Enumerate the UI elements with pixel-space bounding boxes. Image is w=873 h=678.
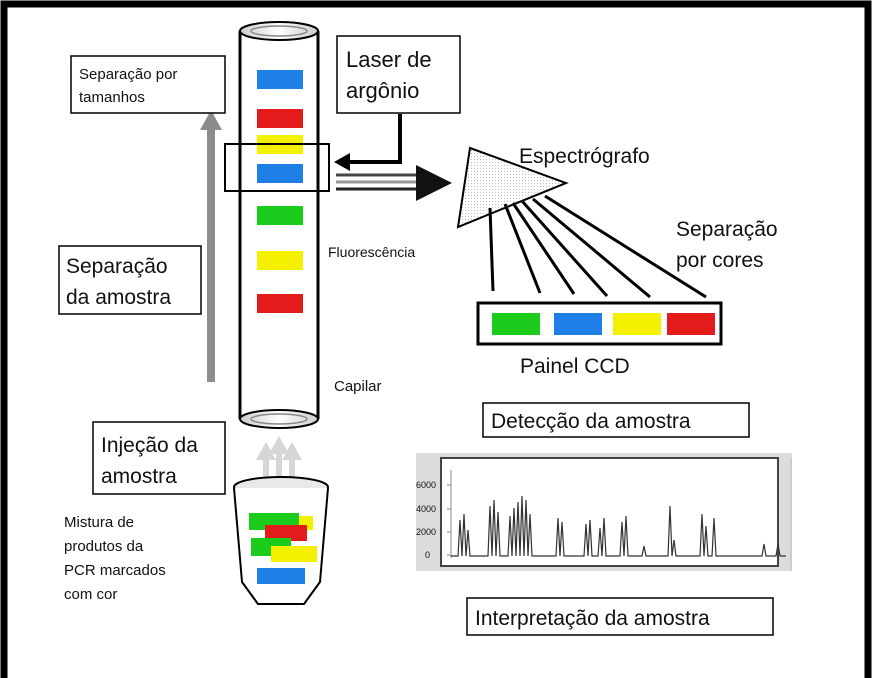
injection-box (92, 421, 226, 495)
laser-arrow (334, 114, 402, 171)
capillary-bands (257, 70, 303, 313)
sample-separation-label-line2: da amostra (66, 286, 171, 309)
laser-label-line2: argônio (346, 78, 419, 103)
fluorescence-label: Fluorescência (328, 244, 415, 260)
vial-band-blue (257, 568, 305, 584)
vial-band-yellow (271, 546, 317, 562)
capillary-band-blue (257, 164, 303, 183)
y-tick-6000: 6000 (416, 480, 436, 490)
capillary-top-opening (239, 21, 319, 41)
spectrograph-label: Espectrógrafo (519, 145, 650, 168)
ccd-cell-yellow (613, 313, 661, 335)
injection-label-line1: Injeção da (101, 434, 198, 457)
ccd-cell-blue (554, 313, 602, 335)
capillary-band-blue (257, 70, 303, 89)
ccd-panel-label: Painel CCD (520, 355, 630, 378)
dispersion-lines (488, 194, 707, 299)
mixture-label-line1: Mistura de (64, 514, 134, 531)
sample-detection-label: Detecção da amostra (491, 410, 691, 433)
capillary-label: Capilar (334, 378, 382, 395)
y-tick-2000: 2000 (416, 527, 436, 537)
y-tick-4000: 4000 (416, 504, 436, 514)
ccd-cells (492, 313, 715, 335)
sample-interpretation-label: Interpretação da amostra (475, 607, 710, 630)
color-separation-label-line1: Separação (676, 218, 778, 241)
laser-box (336, 35, 461, 114)
ccd-cell-red (667, 313, 715, 335)
electropherogram-trace (451, 495, 786, 557)
injection-label-line2: amostra (101, 465, 177, 488)
color-separation-label-line2: por cores (676, 249, 764, 272)
mixture-label-line4: com cor (64, 586, 117, 603)
size-separation-box (70, 55, 226, 114)
spectrograph-prism (456, 146, 569, 229)
sample-detection-box (482, 402, 750, 438)
vial-band-red (265, 525, 307, 541)
capillary-tube (238, 21, 320, 429)
y-ticks (447, 484, 451, 556)
laser-label-line1: Laser de (346, 47, 432, 72)
mixture-label-line2: produtos da (64, 538, 144, 555)
vial-bands (249, 513, 317, 584)
sample-interpretation-box (466, 597, 774, 636)
capillary-band-red (257, 109, 303, 128)
size-separation-label-line2: tamanhos (79, 89, 145, 106)
capillary-band-red (257, 294, 303, 313)
separation-direction-arrow (200, 110, 222, 382)
capillary-bottom-opening (239, 409, 319, 429)
detection-window (224, 143, 330, 192)
capillary-band-yellow (257, 251, 303, 270)
fluorescence-arrows (336, 165, 452, 201)
mixture-label-line3: PCR marcados (64, 562, 166, 579)
ccd-cell-green (492, 313, 540, 335)
size-separation-label-line1: Separação por (79, 66, 177, 83)
sample-separation-label-line1: Separação (66, 255, 168, 278)
sample-separation-box (58, 245, 202, 315)
electropherogram: 6000 4000 2000 0 (416, 453, 792, 571)
y-tick-0: 0 (425, 550, 430, 560)
capillary-band-green (257, 206, 303, 225)
